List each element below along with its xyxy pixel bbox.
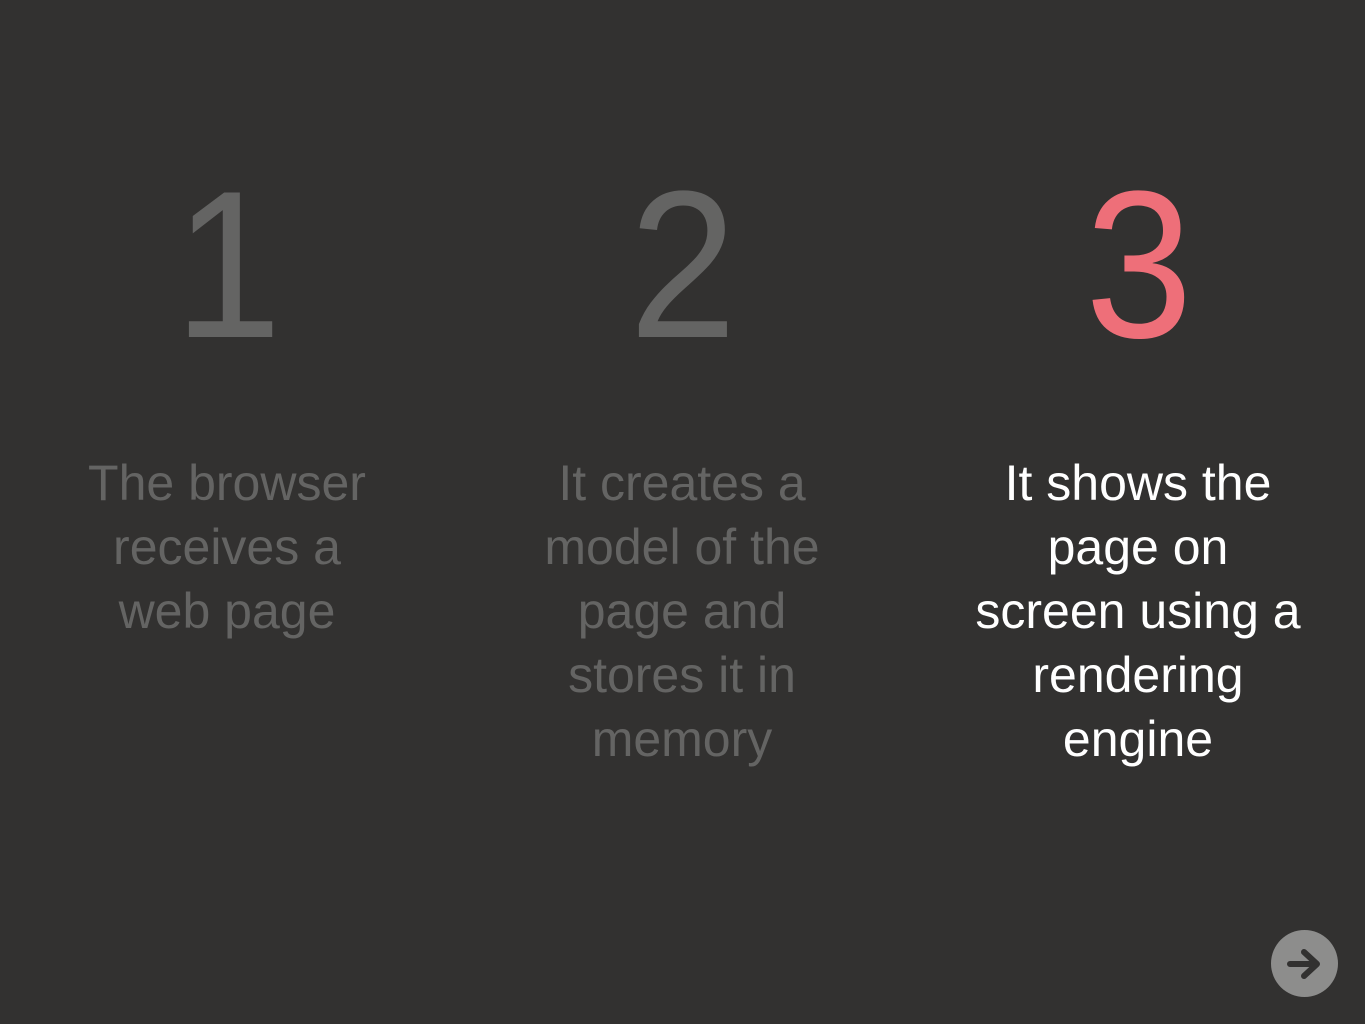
step-2: 2 It creates a model of the page and sto… [512, 160, 852, 771]
step-description: It shows the page on screen using a rend… [975, 455, 1301, 767]
step-number: 1 [174, 147, 281, 382]
step-3: 3 It shows the page on screen using a re… [968, 160, 1308, 771]
step-description: It creates a model of the page and store… [544, 455, 820, 767]
step-number: 3 [1085, 147, 1192, 382]
step-1: 1 The browser receives a web page [57, 160, 397, 643]
arrow-right-icon [1286, 948, 1320, 979]
step-description: The browser receives a web page [88, 455, 366, 639]
next-slide-button[interactable] [1271, 930, 1338, 997]
step-number: 2 [629, 147, 736, 382]
